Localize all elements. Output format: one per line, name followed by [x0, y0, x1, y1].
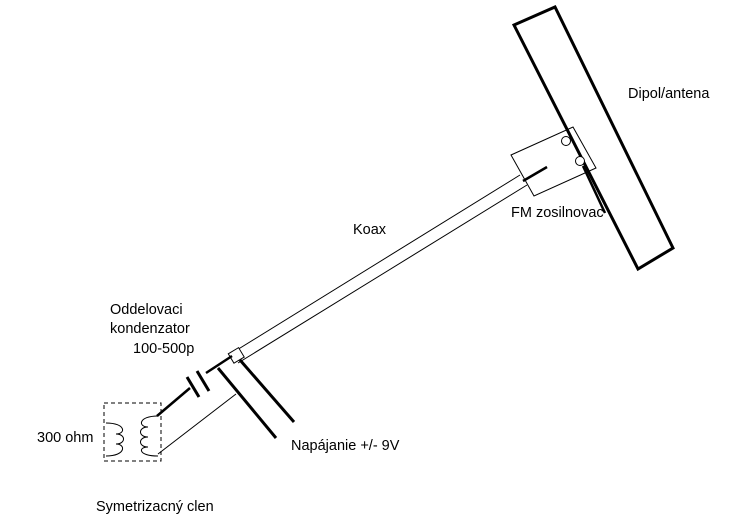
capacitor-label-line1: Oddelovaci	[110, 302, 183, 318]
power-lead-1	[216, 367, 278, 439]
antenna-label: Dipol/antena	[628, 86, 710, 102]
capacitor-plate-1	[185, 376, 201, 398]
balun-coil-left	[105, 422, 124, 457]
fm-amplifier-box	[510, 126, 597, 197]
capacitor-to-balun	[156, 387, 191, 417]
amplifier-ground-lead	[581, 165, 607, 214]
power-label: Napájanie +/- 9V	[291, 438, 400, 454]
amplifier-output-lead	[522, 165, 548, 183]
shield-to-balun	[157, 393, 237, 455]
capacitor-value-label: 100-500p	[133, 341, 195, 357]
balun-coil-right	[140, 415, 159, 457]
coax-outer-bottom	[237, 184, 528, 364]
antenna-terminal-2	[575, 156, 585, 166]
antenna-terminal-1	[561, 136, 571, 146]
balun-box	[103, 402, 162, 462]
coax-end-connector	[227, 346, 245, 364]
impedance-label: 300 ohm	[37, 430, 94, 446]
amplifier-label: FM zosilnovac	[511, 205, 604, 221]
balun-label: Symetrizacný clen	[96, 499, 214, 515]
coax-outer-top	[231, 174, 521, 354]
dipole-antenna	[511, 5, 675, 272]
capacitor-label-line2: kondenzator	[110, 321, 190, 337]
capacitor-plate-2	[195, 370, 211, 392]
power-lead-2	[238, 359, 296, 423]
connector-to-capacitor	[205, 354, 233, 375]
coax-label: Koax	[353, 222, 387, 238]
